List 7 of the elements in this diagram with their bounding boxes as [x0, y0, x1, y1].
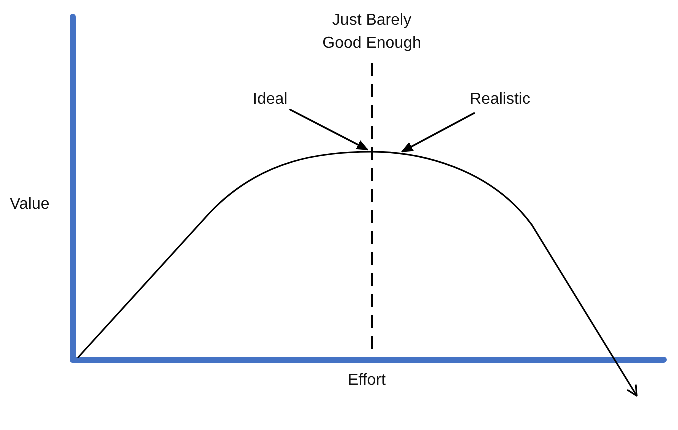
axis-title: Value — [10, 195, 50, 215]
axis-title: Effort — [348, 371, 386, 391]
callout-text: Ideal — [253, 88, 288, 111]
callout-text: Realistic — [470, 88, 530, 111]
leader-arrow — [289, 108, 369, 151]
leader-arrow — [401, 112, 476, 153]
threshold-label: Just Barely Good Enough — [322, 11, 422, 54]
